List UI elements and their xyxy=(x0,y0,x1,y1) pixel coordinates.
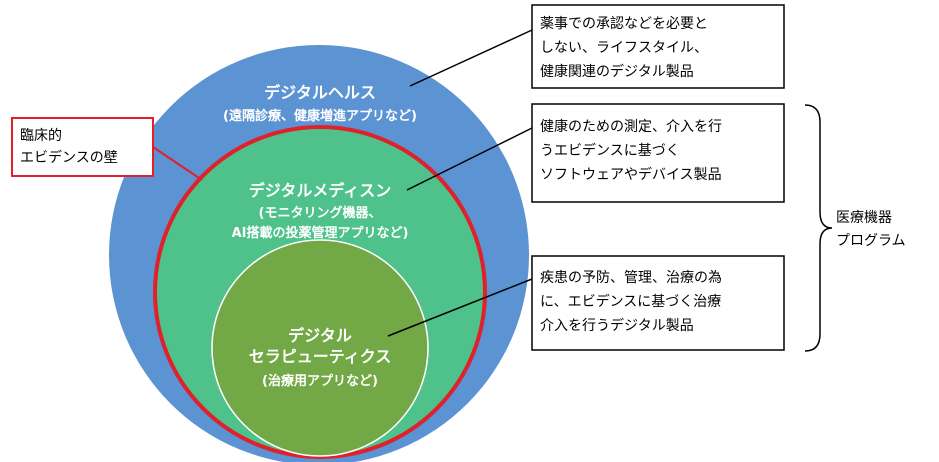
desc-box-1-line1: 薬事での承認などを必要と xyxy=(540,16,708,32)
desc-box-3-line1: 疾患の予防、管理、治療の為 xyxy=(540,269,722,286)
inner-title-1: デジタル xyxy=(288,326,352,345)
desc-box-1-line3: 健康関連のデジタル製品 xyxy=(540,63,694,80)
middle-title: デジタルメディスン xyxy=(249,181,392,200)
desc-box-2-line2: うエビデンスに基づく xyxy=(540,142,680,159)
medical-device-bracket xyxy=(804,104,833,352)
desc-box-3-connector xyxy=(387,278,533,337)
medical-device-label-line1: 医療機器 xyxy=(836,209,892,226)
desc-box-2-line1: 健康のための測定、介入を行 xyxy=(540,118,722,135)
outer-subtitle: (遠隔診療、健康増進アプリなど) xyxy=(223,108,417,124)
inner-title-2: セラピューティクス xyxy=(249,347,392,366)
clinical-evidence-box xyxy=(11,117,154,177)
inner-circle-digital-therapeutics xyxy=(211,239,429,457)
desc-box-2-line3: ソフトウェアやデバイス製品 xyxy=(540,166,722,183)
desc-box-digital-therapeutics xyxy=(531,255,785,351)
medical-device-label-line2: プログラム xyxy=(836,233,906,249)
inner-subtitle: (治療用アプリなど) xyxy=(262,373,378,389)
clinical-evidence-line1: 臨床的 xyxy=(20,128,62,144)
desc-box-2-connector xyxy=(406,127,533,191)
outer-title: デジタルヘルス xyxy=(264,83,376,102)
middle-subtitle-2: AI搭載の投薬管理アプリなど) xyxy=(232,225,409,241)
clinical-evidence-line2: エビデンスの壁 xyxy=(20,149,118,166)
clinical-evidence-connector xyxy=(152,146,203,181)
desc-box-digital-health xyxy=(531,4,785,89)
desc-box-3-line2: に、エビデンスに基づく治療 xyxy=(540,293,721,310)
middle-subtitle-1: (モニタリング機器、 xyxy=(259,205,382,221)
desc-box-1-line2: しない、ライフスタイル、 xyxy=(540,40,708,56)
desc-box-1-connector xyxy=(409,29,533,87)
desc-box-digital-medicine xyxy=(531,103,785,203)
desc-box-3-line3: 介入を行うデジタル製品 xyxy=(540,317,694,334)
